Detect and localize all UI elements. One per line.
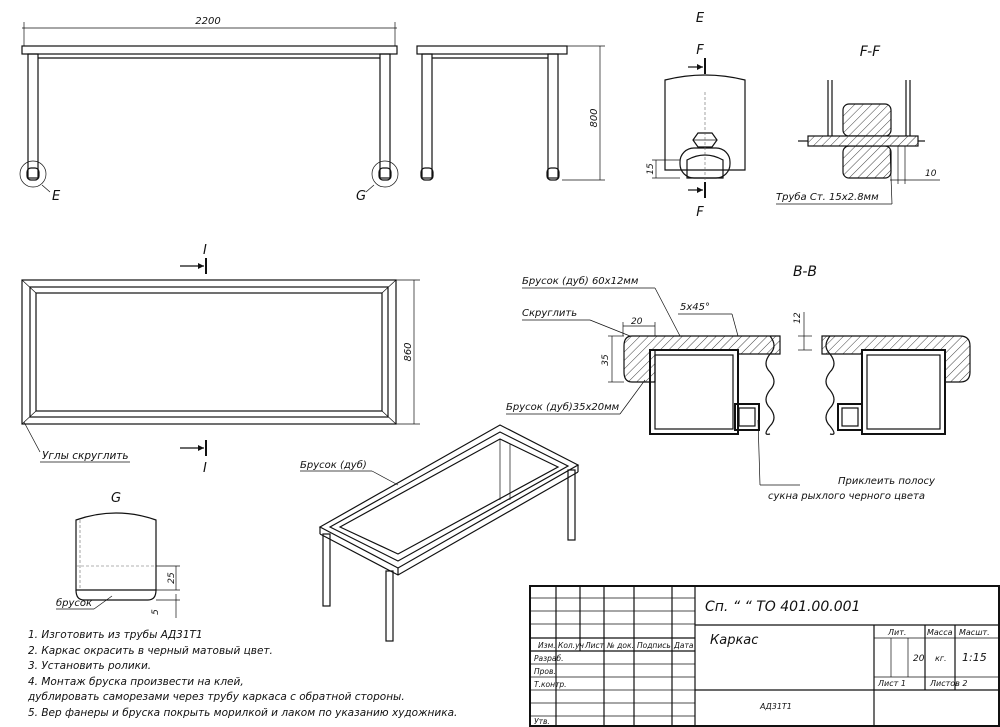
detail-e-section-mark-bottom: F [696, 205, 704, 220]
role-tkontr: Т.контр. [534, 680, 567, 689]
header-sign: Подпись [637, 641, 671, 650]
section-ff-title: F-F [860, 44, 881, 60]
plan-corner-note: Углы скруглить [42, 450, 129, 462]
mass-unit: кг. [935, 654, 947, 663]
scale-value: 1:15 [962, 651, 987, 664]
section-bb-bar-top-label: Брусок (дуб) 60х12мм [522, 275, 639, 287]
note-line: 4. Монтаж бруска произвести на клей, [28, 675, 244, 688]
header-date: Дата [673, 641, 694, 650]
detail-g-dim-25: 25 [167, 572, 177, 584]
note-line: 3. Установить ролики. [28, 660, 152, 672]
role-razrab: Разраб. [534, 654, 563, 663]
section-ff-pipe-label: Труба Ст. 15х2.8мм [776, 191, 879, 203]
detail-e-dim-15: 15 [646, 163, 656, 175]
role-prov: Пров. [534, 667, 556, 676]
section-ff-view: F-F 10 Труба Ст. 15х2.8мм [776, 44, 940, 205]
lit-label: Лит. [887, 628, 906, 637]
section-bb-glue-note-1: Приклеить полосу [838, 476, 936, 487]
section-bb-dim-12: 12 [793, 312, 803, 324]
section-bb-dim-20: 20 [631, 317, 643, 327]
detail-e-section-mark-top: F [696, 43, 704, 58]
detail-e-view: E F 15 F [646, 11, 746, 220]
mass-value: 20 [913, 654, 925, 664]
front-view: 2200 E G [19, 16, 399, 204]
note-line: 2. Каркас окрасить в черный матовый цвет… [28, 644, 273, 657]
isometric-view: Брусок (дуб) [300, 424, 580, 642]
doc-code: Сп. “ “ ТО 401.00.001 [705, 599, 860, 615]
header-kol: Кол.уч [558, 641, 585, 650]
header-list: Лист [584, 641, 605, 650]
detail-g-bar-label: брусок [56, 597, 92, 609]
detail-e-title: E [696, 11, 705, 26]
detail-g-view: G 25 5 брусок [56, 491, 180, 618]
section-bb-view: B-B Брусок (дуб) 60х12мм Скруглить 5х45°… [506, 264, 971, 502]
plan-section-mark-bottom: I [203, 461, 207, 476]
note-line: 5. Вер фанеры и бруска покрыть морилкой … [28, 706, 458, 719]
plan-depth-dim: 860 [403, 342, 414, 361]
section-bb-bar-side-label: Брусок (дуб)35х20мм [506, 401, 620, 413]
section-ff-dim-10: 10 [925, 169, 937, 179]
notes-list: 1. Изготовить из трубы АД31Т1 2. Каркас … [28, 628, 508, 721]
section-bb-dim-35: 35 [601, 354, 611, 366]
section-bb-round-label: Скруглить [522, 308, 577, 319]
note-line: 1. Изготовить из трубы АД31Т1 [28, 629, 203, 641]
plan-section-mark-top: I [203, 243, 207, 258]
section-bb-glue-note-2: сукна рыхлого черного цвета [768, 491, 925, 502]
detail-g-title: G [111, 491, 121, 506]
header-doc: № док. [606, 641, 634, 650]
role-utv: Утв. [534, 717, 550, 726]
note-line: дублировать саморезами через трубу карка… [28, 691, 405, 703]
iso-bar-label: Брусок (дуб) [300, 459, 367, 471]
plan-view: I I 860 Углы скруглить [21, 243, 420, 476]
sheets-label: Листов 2 [929, 679, 968, 688]
detail-e-callout: E [52, 189, 61, 204]
scale-label: Масшт. [959, 628, 990, 637]
detail-g-callout: G [356, 189, 366, 204]
side-height-dim: 800 [589, 108, 600, 127]
mass-label: Масса [927, 628, 953, 637]
detail-g-dim-5: 5 [151, 609, 161, 615]
section-bb-chamfer-label: 5х45° [680, 302, 710, 313]
header-izm: Изм. [538, 641, 556, 650]
material-label: АД31Т1 [759, 702, 792, 711]
title-block: Сп. “ “ ТО 401.00.001 Каркас АД31Т1 Изм.… [529, 585, 1000, 727]
front-width-dim: 2200 [195, 16, 220, 27]
doc-name: Каркас [710, 633, 758, 648]
sheet-label: Лист 1 [877, 679, 906, 688]
section-bb-title: B-B [793, 264, 817, 280]
side-view: 800 [416, 45, 605, 181]
